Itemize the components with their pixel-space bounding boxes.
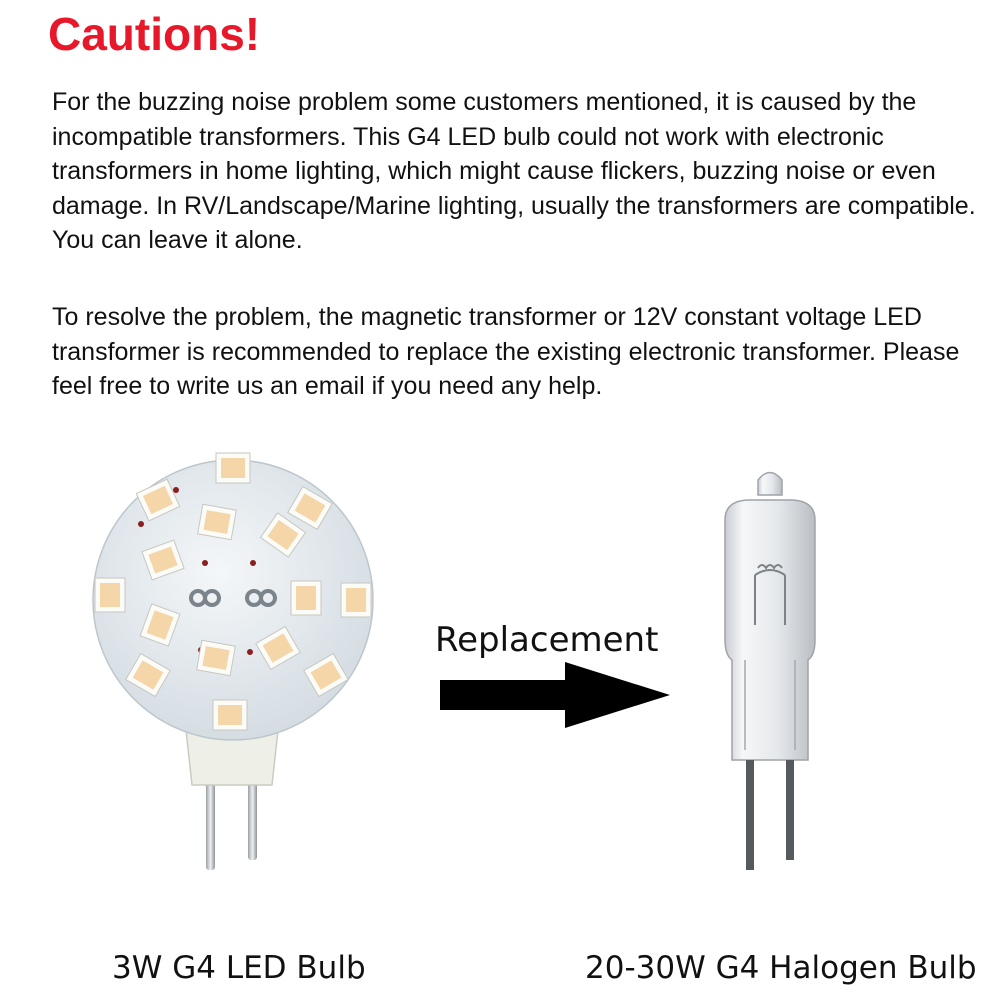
- right-arrow-icon: [440, 662, 670, 728]
- caption-halogen-bulb: 20-30W G4 Halogen Bulb: [585, 950, 977, 986]
- led-bulb-image: [88, 440, 388, 900]
- replacement-arrow-group: Replacement: [435, 620, 675, 730]
- led-pin-left: [206, 770, 215, 870]
- halogen-filament: [754, 564, 786, 625]
- replacement-label: Replacement: [435, 620, 659, 660]
- halogen-pin-right: [786, 760, 794, 860]
- led-board: [92, 459, 374, 741]
- halogen-pin-left: [746, 760, 754, 870]
- caution-heading: Cautions!: [48, 8, 261, 60]
- halogen-bulb-graphic: [724, 471, 816, 870]
- led-pin-right: [248, 770, 257, 860]
- led-holes: [189, 589, 277, 607]
- led-bulb-graphic: [92, 452, 374, 870]
- paragraph-buzzing-noise: For the buzzing noise problem some custo…: [52, 88, 976, 254]
- halogen-bulb-image: [690, 460, 850, 880]
- halogen-tip: [757, 471, 783, 496]
- paragraph-resolution: To resolve the problem, the magnetic tra…: [52, 303, 960, 400]
- caption-led-bulb: 3W G4 LED Bulb: [112, 950, 366, 986]
- halogen-glass: [724, 499, 816, 761]
- led-chips: [94, 452, 372, 731]
